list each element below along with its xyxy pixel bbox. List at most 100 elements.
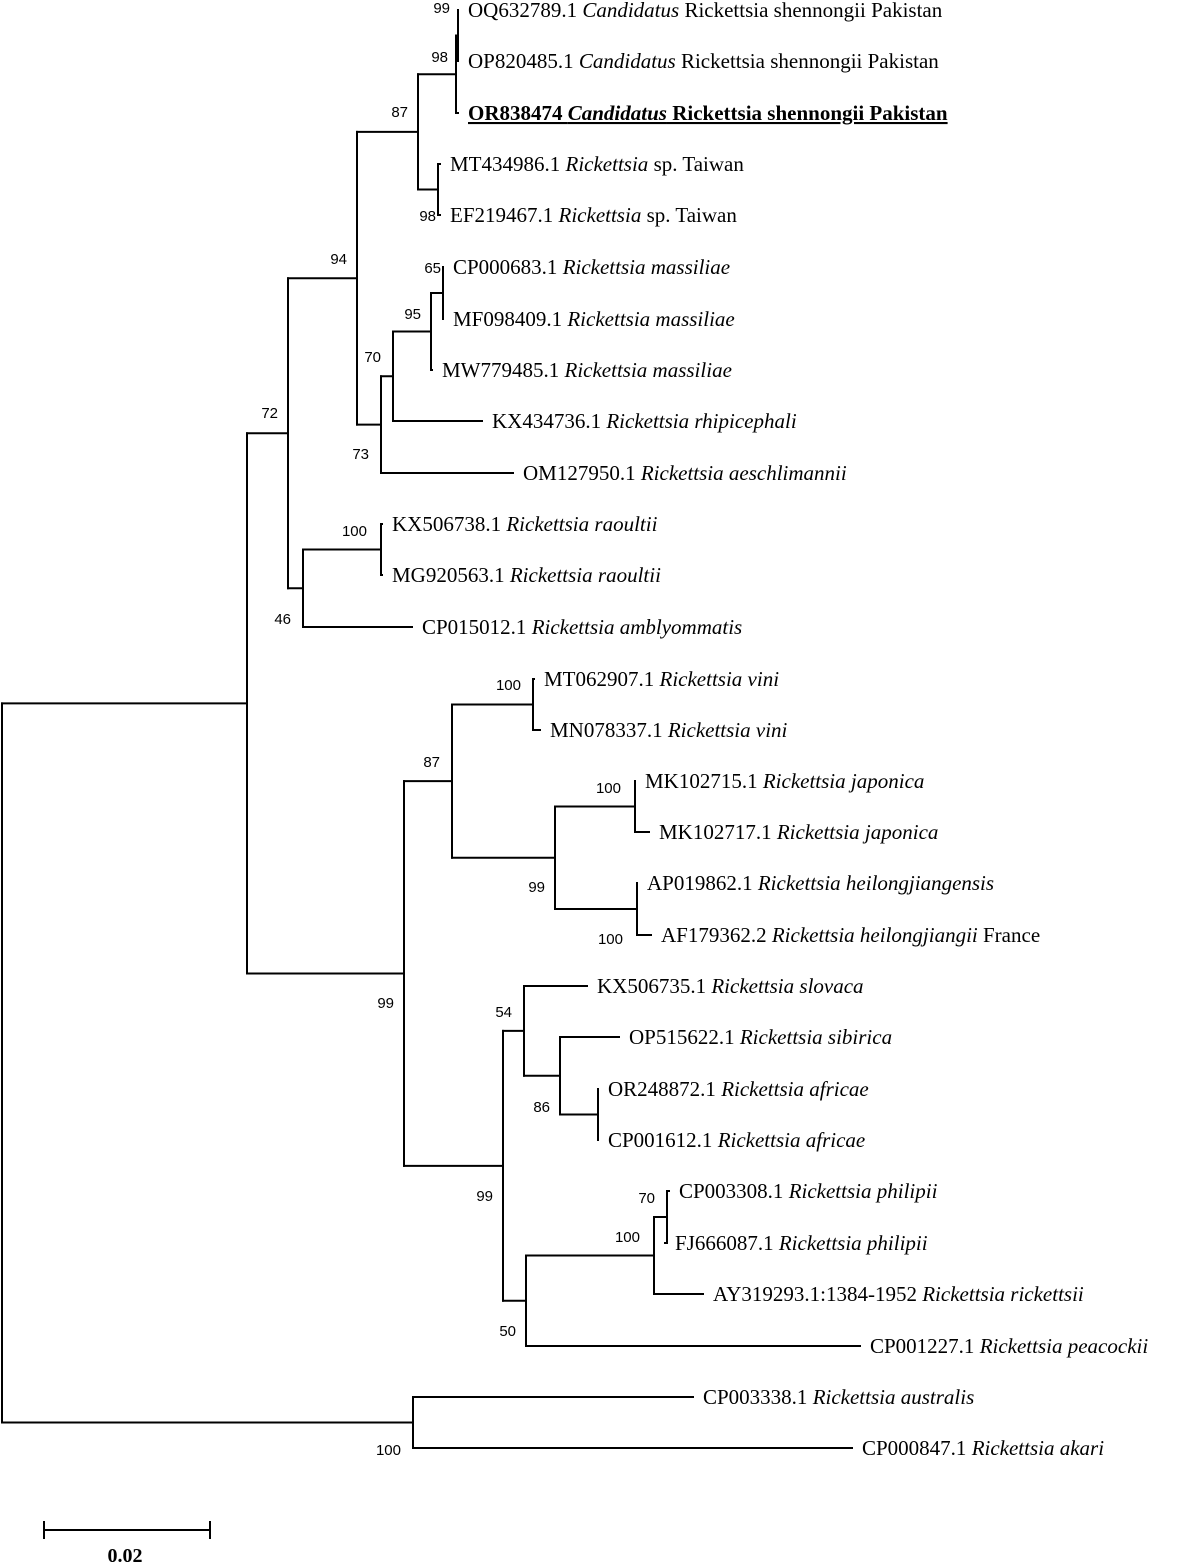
- bootstrap-nM: 100: [496, 677, 521, 694]
- taxon-species: Rickettsia philipii: [778, 1231, 928, 1255]
- bootstrap-nO: 100: [598, 931, 623, 948]
- taxon-species: Candidatus: [568, 101, 667, 125]
- taxon-species: Rickettsia rhipicephali: [605, 409, 796, 433]
- taxon-label-kx506738: KX506738.1 Rickettsia raoultii: [392, 512, 658, 536]
- bootstrap-nK: 46: [274, 611, 291, 628]
- taxon-accession: OQ632789.1: [468, 0, 582, 22]
- taxon-accession: MG920563.1: [392, 563, 510, 587]
- taxon-accession: KX506738.1: [392, 512, 506, 536]
- bootstrap-nH: 73: [352, 446, 369, 463]
- taxon-accession: AF179362.2: [661, 923, 772, 947]
- taxon-accession: CP000847.1: [862, 1436, 972, 1460]
- taxon-label-mk102715: MK102715.1 Rickettsia japonica: [645, 769, 924, 793]
- bootstrap-nG: 70: [364, 349, 381, 366]
- bootstrap-nQ: 87: [423, 754, 440, 771]
- taxon-species: Rickettsia heilongjiangii: [771, 923, 978, 947]
- bootstrap-nF: 95: [404, 306, 421, 323]
- taxon-accession: CP001612.1: [608, 1128, 718, 1152]
- bootstrap-nX: 99: [476, 1188, 493, 1205]
- taxon-label-ap019862: AP019862.1 Rickettsia heilongjiangensis: [647, 871, 994, 895]
- taxon-suffix: sp. Taiwan: [648, 152, 744, 176]
- taxon-label-mt062907: MT062907.1 Rickettsia vini: [544, 667, 779, 691]
- tree-branches: [1, 9, 861, 1449]
- taxon-accession: KX506735.1: [597, 974, 711, 998]
- bootstrap-nC: 98: [419, 208, 436, 225]
- taxon-species: Rickettsia heilongjiangensis: [757, 871, 994, 895]
- taxon-label-ay319293: AY319293.1:1384-1952 Rickettsia ricketts…: [713, 1282, 1084, 1306]
- taxon-species: Rickettsia massiliae: [566, 307, 734, 331]
- taxon-suffix: France: [978, 923, 1040, 947]
- taxon-species: Rickettsia: [565, 152, 649, 176]
- taxon-label-op820485: OP820485.1 Candidatus Rickettsia shennon…: [468, 49, 939, 73]
- scale-bar: 0.02: [43, 1521, 211, 1564]
- taxon-species: Rickettsia amblyommatis: [531, 615, 743, 639]
- taxon-accession: MN078337.1: [550, 718, 668, 742]
- taxon-species: Rickettsia akari: [971, 1436, 1105, 1460]
- bootstrap-values: 9998879865957073941004672100100100998754…: [261, 0, 655, 1459]
- taxon-species: Rickettsia massiliae: [564, 358, 732, 382]
- taxon-label-kx434736: KX434736.1 Rickettsia rhipicephali: [492, 409, 797, 433]
- taxon-species: Rickettsia aeschlimannii: [640, 461, 847, 485]
- taxon-label-om127950: OM127950.1 Rickettsia aeschlimannii: [523, 461, 847, 485]
- taxon-label-cp000847: CP000847.1 Rickettsia akari: [862, 1436, 1104, 1460]
- taxon-accession: AY319293.1:1384-1952: [713, 1282, 922, 1306]
- taxon-accession: MK102717.1: [659, 820, 777, 844]
- bootstrap-nOut: 100: [376, 1442, 401, 1459]
- taxon-species: Candidatus: [579, 49, 676, 73]
- bootstrap-nV: 100: [615, 1229, 640, 1246]
- taxon-accession: CP000683.1: [453, 255, 563, 279]
- taxon-accession: OP820485.1: [468, 49, 579, 73]
- taxon-accession: CP015012.1: [422, 615, 532, 639]
- taxon-suffix: Rickettsia shennongii Pakistan: [679, 0, 943, 22]
- taxon-accession: EF219467.1: [450, 203, 559, 227]
- taxon-accession: OP515622.1: [629, 1025, 740, 1049]
- taxon-accession: OR248872.1: [608, 1077, 721, 1101]
- taxon-accession: MT434986.1: [450, 152, 566, 176]
- taxon-label-ef219467: EF219467.1 Rickettsia sp. Taiwan: [450, 203, 737, 227]
- taxon-species: Rickettsia australis: [812, 1385, 975, 1409]
- taxon-accession: MK102715.1: [645, 769, 763, 793]
- bootstrap-nD: 87: [391, 104, 408, 121]
- taxon-species: Rickettsia sibirica: [739, 1025, 892, 1049]
- bootstrap-nR: 86: [533, 1099, 550, 1116]
- taxon-species: Rickettsia peacockii: [979, 1334, 1149, 1358]
- taxon-label-cp000683: CP000683.1 Rickettsia massiliae: [453, 255, 730, 279]
- bootstrap-nJ: 100: [342, 523, 367, 540]
- taxon-label-mg920563: MG920563.1 Rickettsia raoultii: [392, 563, 661, 587]
- taxon-accession: MW779485.1: [442, 358, 565, 382]
- bootstrap-nB: 98: [431, 49, 448, 66]
- taxon-species: Rickettsia raoultii: [509, 563, 661, 587]
- taxon-labels: OQ632789.1 Candidatus Rickettsia shennon…: [392, 0, 1148, 1460]
- taxon-accession: OM127950.1: [523, 461, 641, 485]
- taxon-species: Rickettsia massiliae: [562, 255, 730, 279]
- taxon-species: Rickettsia rickettsii: [921, 1282, 1084, 1306]
- taxon-accession: MT062907.1: [544, 667, 660, 691]
- taxon-species: Rickettsia africae: [717, 1128, 866, 1152]
- scale-bar-label: 0.02: [108, 1545, 143, 1564]
- taxon-species: Rickettsia philipii: [788, 1179, 938, 1203]
- taxon-suffix: sp. Taiwan: [641, 203, 737, 227]
- bootstrap-nP: 99: [528, 879, 545, 896]
- bootstrap-nA: 99: [433, 0, 450, 17]
- taxon-suffix: Rickettsia shennongii Pakistan: [667, 101, 948, 125]
- bootstrap-nY: 99: [377, 995, 394, 1012]
- taxon-label-or248872: OR248872.1 Rickettsia africae: [608, 1077, 869, 1101]
- bootstrap-nI: 94: [330, 251, 347, 268]
- taxon-label-mt434986: MT434986.1 Rickettsia sp. Taiwan: [450, 152, 744, 176]
- bootstrap-nE: 65: [424, 260, 441, 277]
- taxon-species: Rickettsia raoultii: [505, 512, 657, 536]
- taxon-label-cp003338: CP003338.1 Rickettsia australis: [703, 1385, 974, 1409]
- taxon-label-mf098409: MF098409.1 Rickettsia massiliae: [453, 307, 735, 331]
- taxon-species: Rickettsia vini: [659, 667, 780, 691]
- taxon-species: Rickettsia: [558, 203, 642, 227]
- taxon-label-op515622: OP515622.1 Rickettsia sibirica: [629, 1025, 892, 1049]
- bootstrap-nL: 72: [261, 405, 278, 422]
- taxon-accession: FJ666087.1: [675, 1231, 779, 1255]
- taxon-label-cp015012: CP015012.1 Rickettsia amblyommatis: [422, 615, 742, 639]
- bootstrap-nU: 70: [638, 1190, 655, 1207]
- taxon-label-mn078337: MN078337.1 Rickettsia vini: [550, 718, 788, 742]
- taxon-label-mk102717: MK102717.1 Rickettsia japonica: [659, 820, 938, 844]
- taxon-label-kx506735: KX506735.1 Rickettsia slovaca: [597, 974, 864, 998]
- taxon-species: Rickettsia japonica: [762, 769, 925, 793]
